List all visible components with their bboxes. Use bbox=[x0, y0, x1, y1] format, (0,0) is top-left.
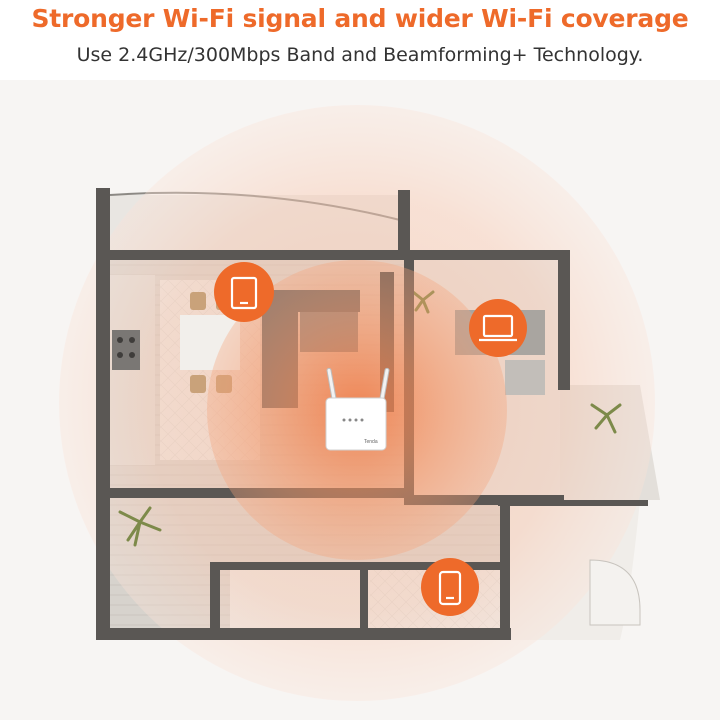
page-title: Stronger Wi-Fi signal and wider Wi-Fi co… bbox=[31, 4, 689, 33]
page-subtitle: Use 2.4GHz/300Mbps Band and Beamforming+… bbox=[76, 44, 644, 66]
router-brand-logo: Tenda bbox=[364, 439, 378, 445]
phone-icon bbox=[438, 570, 462, 606]
tablet-device bbox=[214, 262, 274, 322]
phone-device bbox=[421, 558, 479, 616]
router: Tenda bbox=[325, 367, 390, 451]
tablet-icon bbox=[230, 276, 258, 310]
laptop-device bbox=[469, 299, 527, 357]
laptop-icon bbox=[479, 314, 517, 342]
